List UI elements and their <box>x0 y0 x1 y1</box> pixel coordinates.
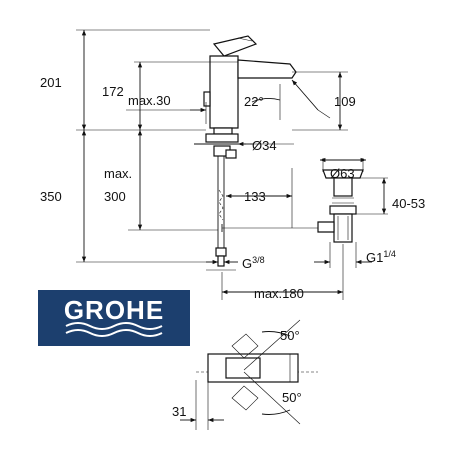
dim-waste-diameter: Ø63 <box>330 166 355 181</box>
dim-tail-350: 350 <box>40 189 62 204</box>
waste-assembly <box>317 169 364 243</box>
dimension-lines <box>76 29 388 300</box>
dim-base-diameter: Ø34 <box>252 138 277 153</box>
dim-max-180: max.180 <box>254 286 304 301</box>
faucet-side-view <box>194 35 330 271</box>
dim-spout-reach: 109 <box>334 94 356 109</box>
faucet-top-view <box>180 319 318 430</box>
dim-inlet-thread-fraction: 3/8 <box>252 255 265 265</box>
dim-tail-300: 300 <box>104 189 126 204</box>
dim-base-offset: 31 <box>172 404 186 419</box>
dim-inlet-thread: G3/8 <box>242 255 265 271</box>
dim-lever-angle-bottom: 50° <box>282 390 302 405</box>
dim-hose-offset: 133 <box>244 189 266 204</box>
dim-swivel-angle: 22° <box>244 94 264 109</box>
dim-lever-angle-top: 50° <box>280 328 300 343</box>
dim-max-label: max. <box>104 166 132 181</box>
dim-waste-thread-fraction: 1/4 <box>383 249 396 259</box>
grohe-logo: GROHE <box>38 290 190 346</box>
brand-name: GROHE <box>64 295 164 325</box>
dim-waste-range: 40-53 <box>392 196 425 211</box>
dim-total-height: 201 <box>40 75 62 90</box>
dim-max-30: max.30 <box>128 93 171 108</box>
dim-spout-height: 172 <box>102 84 124 99</box>
dim-waste-thread: G11/4 <box>366 249 396 265</box>
